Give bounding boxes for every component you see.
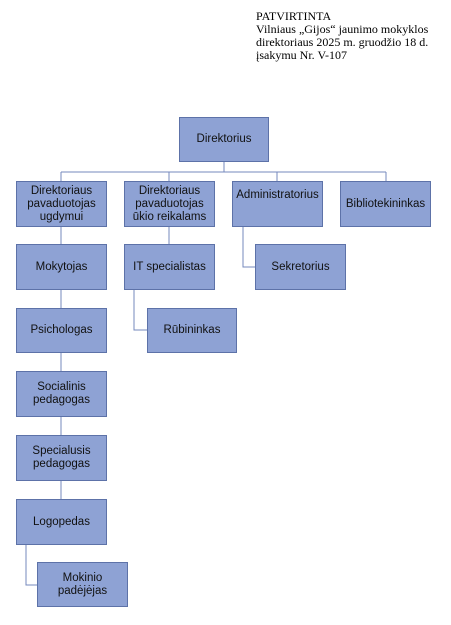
- box-speech-therapist: Logopedas: [16, 499, 107, 545]
- box-cloakroom: Rūbininkas: [147, 308, 237, 353]
- box-administrator: Administratorius: [232, 181, 323, 227]
- box-teachers: Mokytojas: [16, 244, 107, 290]
- box-deputy-education: Direktoriaus pavaduotojas ugdymui: [16, 181, 107, 227]
- approval-line-1: Vilniaus „Gijos“ jaunimo mokyklos: [256, 22, 429, 36]
- box-director: Direktorius: [179, 117, 269, 162]
- approval-line-2: direktoriaus 2025 m. gruodžio 18 d.: [256, 35, 429, 49]
- approval-line-3: įsakymu Nr. V-107: [256, 48, 348, 62]
- connector-secretary: [242, 227, 255, 268]
- connector-teacher-assistant: [25, 545, 37, 586]
- box-deputy-economy: Direktoriaus pavaduotojas ūkio reikalams: [124, 181, 215, 227]
- box-social-pedagogue: Socialinis pedagogas: [16, 371, 107, 417]
- approval-heading: PATVIRTINTA: [256, 9, 332, 23]
- box-it-specialist: IT specialistas: [124, 244, 215, 290]
- connector-cloakroom: [133, 290, 147, 331]
- box-secretary: Sekretorius: [255, 244, 346, 290]
- approval-stamp: PATVIRTINTA Vilniaus „Gijos“ jaunimo mok…: [256, 10, 451, 62]
- box-psychologist: Psichologas: [16, 308, 107, 353]
- box-librarian: Bibliotekininkas: [340, 181, 431, 227]
- box-special-pedagogue: Specialusis pedagogas: [16, 435, 107, 481]
- box-teacher-assistant: Mokinio padėjėjas: [37, 562, 128, 607]
